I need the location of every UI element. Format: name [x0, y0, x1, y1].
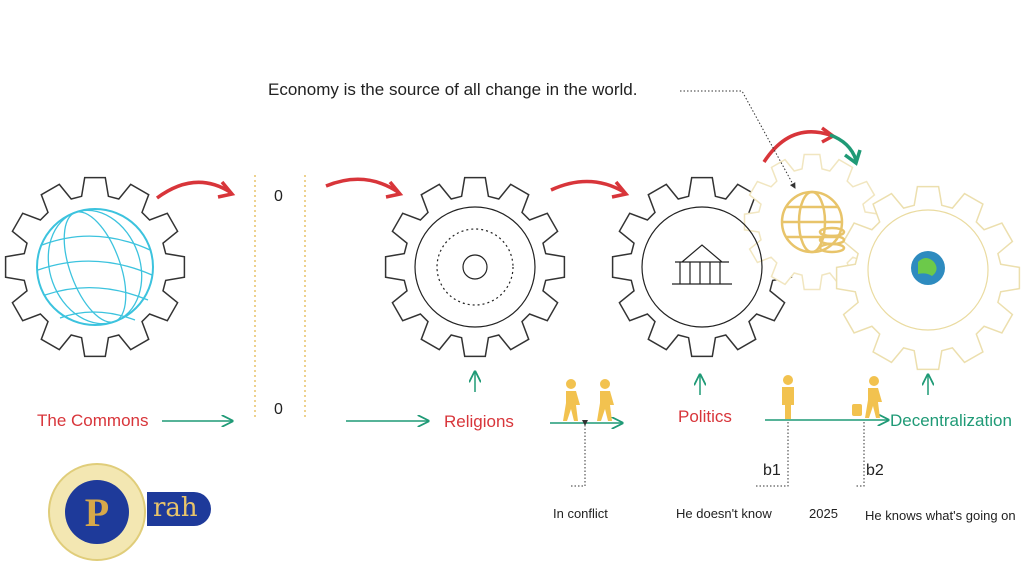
marker-b2: b2 — [866, 462, 884, 479]
religions-emblem — [414, 206, 536, 328]
red-arrow — [762, 130, 831, 163]
red-arrow — [155, 180, 231, 200]
person-icon — [462, 254, 488, 280]
globe-coins-icon — [780, 190, 846, 254]
gear-religions — [384, 176, 566, 358]
gear-commons — [4, 176, 186, 358]
red-arrow — [550, 179, 625, 194]
label-religions: Religions — [444, 412, 514, 431]
divider — [254, 175, 306, 420]
caption-knows: He knows what's going on — [865, 508, 1016, 523]
walking-people-icon — [563, 375, 882, 421]
zero-top: 0 — [274, 188, 283, 205]
green-arrow — [829, 133, 858, 161]
caption-doesnt-know: He doesn't know — [676, 506, 772, 521]
red-arrow — [325, 177, 399, 194]
globe-icon — [36, 208, 154, 326]
headline: Economy is the source of all change in t… — [268, 80, 638, 99]
politics-emblem — [641, 206, 763, 328]
label-politics: Politics — [678, 407, 732, 426]
prah-logo: P — [48, 463, 146, 561]
marker-b1: b1 — [763, 462, 781, 479]
svg-text:P: P — [85, 490, 109, 535]
caption-conflict: In conflict — [553, 506, 608, 521]
zero-bottom: 0 — [274, 401, 283, 418]
label-commons: The Commons — [37, 411, 149, 430]
parliament-icon — [672, 244, 732, 285]
caption-year: 2025 — [809, 506, 838, 521]
logo-wordmark: rah — [147, 492, 211, 526]
label-decentralization: Decentralization — [890, 411, 1012, 430]
